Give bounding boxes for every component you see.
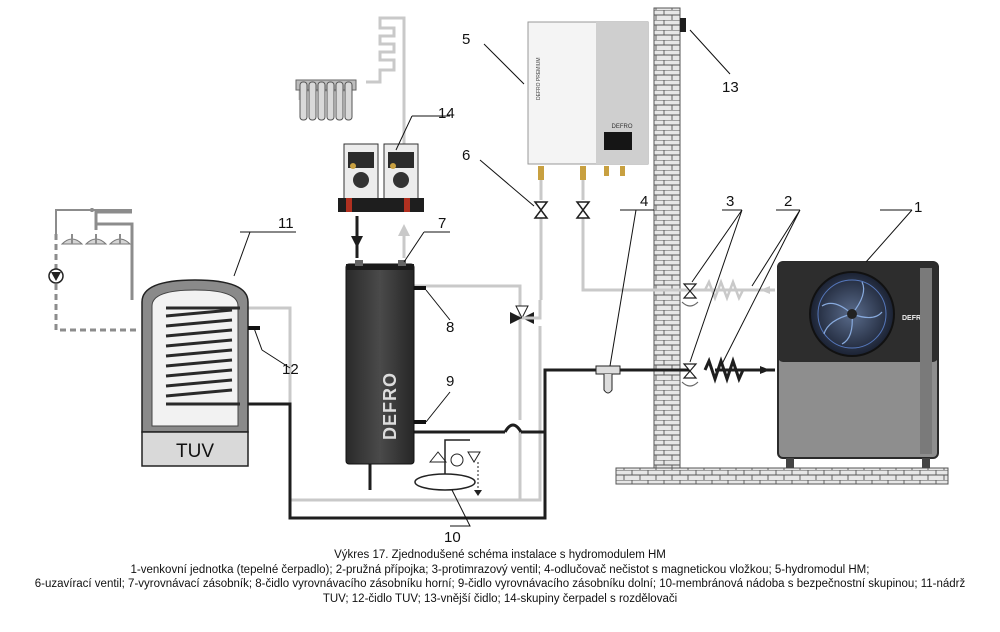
pump-group-arrows: [351, 224, 410, 248]
shut-off-valves: [533, 201, 591, 219]
label-12: 12: [282, 361, 299, 378]
hydromodule: DEFRO DEFRO PREMIUM: [527, 21, 649, 200]
pipe-crossover: [503, 423, 523, 433]
hydromodule-side-text: DEFRO PREMIUM: [536, 58, 542, 101]
leader-lines: [233, 29, 913, 527]
label-7: 7: [438, 215, 446, 232]
pump-groups: [338, 143, 424, 212]
flexible-connectors: [703, 278, 745, 384]
label-6: 6: [462, 147, 470, 164]
outdoor-sensor: [680, 18, 686, 32]
label-8: 8: [446, 319, 454, 336]
hot-water-circuit: [54, 208, 140, 332]
caption-line-1: 1-venkovní jednotka (tepelné čerpadlo); …: [130, 563, 870, 576]
label-5: 5: [462, 31, 470, 48]
supply-arrow: [760, 366, 770, 374]
label-14: 14: [438, 105, 455, 122]
radiator: [295, 79, 357, 121]
buffer-tank-brand: DEFRO: [380, 372, 400, 440]
circulation-pump-icon: [48, 268, 64, 284]
label-4: 4: [640, 193, 648, 210]
expansion-vessel: [414, 439, 482, 496]
caption-line-2: 6-uzavírací ventil; 7-vyrovnávací zásobn…: [34, 578, 966, 590]
outdoor-unit-brand: DEFRO: [902, 315, 927, 322]
caption-line-3: TUV; 12-čidlo TUV; 13-vnější čidlo; 14-s…: [322, 592, 678, 605]
hydromodule-brand: DEFRO: [612, 124, 633, 130]
outdoor-unit: DEFRO: [777, 261, 939, 468]
label-10: 10: [444, 529, 461, 545]
dirt-separator: [595, 365, 621, 394]
label-3: 3: [726, 193, 734, 210]
shower-heads: [55, 209, 132, 245]
figure-caption: Výkres 17. Zjednodušené schéma instalace…: [0, 548, 1000, 606]
anti-freeze-valves: [681, 283, 699, 387]
tuv-tank: TUV: [141, 279, 260, 467]
label-1: 1: [914, 199, 922, 216]
installation-diagram: DEFRO DEFRO DEFRO PREMIUM: [48, 7, 949, 545]
tuv-label: TUV: [176, 441, 214, 462]
label-9: 9: [446, 373, 454, 390]
caption-title: Výkres 17. Zjednodušené schéma instalace…: [334, 549, 666, 561]
return-arrow: [760, 286, 770, 294]
three-way-valve-icon: [510, 300, 542, 324]
buffer-tank: DEFRO: [345, 260, 426, 465]
label-11: 11: [278, 215, 294, 232]
label-13: 13: [722, 79, 739, 96]
building-wall: [615, 7, 949, 485]
label-2: 2: [784, 193, 792, 210]
